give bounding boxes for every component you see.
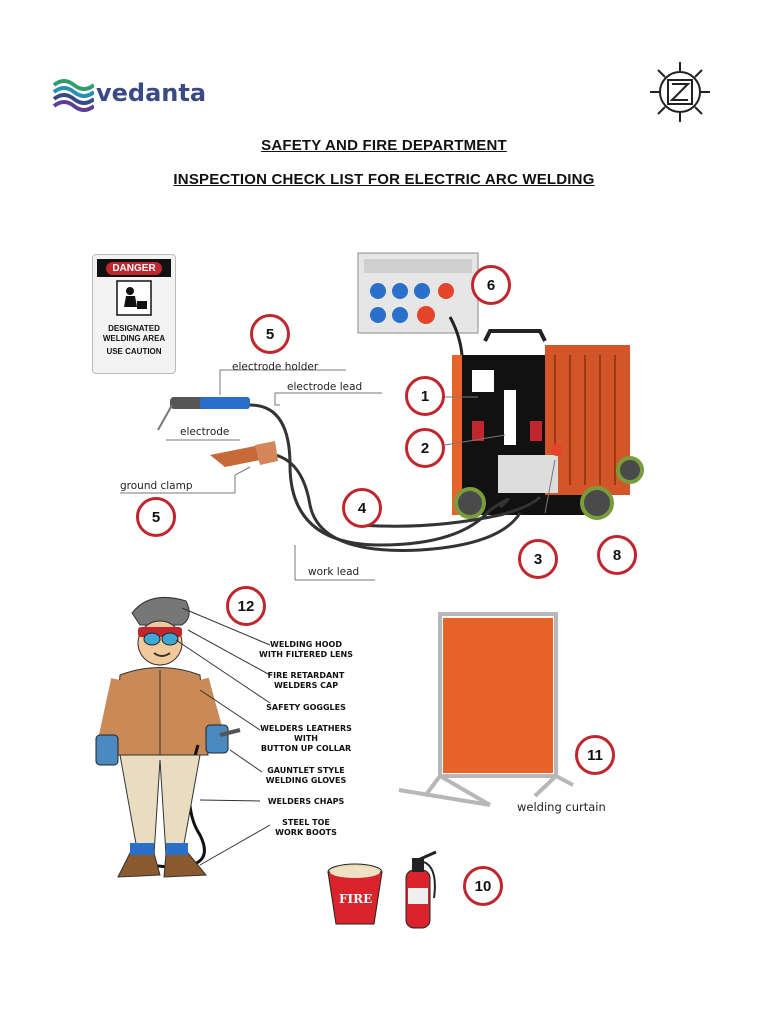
electrode-holder-icon [157,397,250,431]
label-ground-clamp: ground clamp [120,480,193,492]
ppe-welding-gloves: GAUNTLET STYLE WELDING GLOVES [265,766,347,785]
label-work-lead: work lead [308,566,360,578]
welding-machine-icon [452,329,644,520]
ppe-fire-retardant-cap: FIRE RETARDANT WELDERS CAP [267,671,345,690]
welding-equipment-illustration [120,252,644,581]
bucket-label: FIRE [339,892,373,906]
label-welding-curtain: welding curtain [517,800,606,814]
ppe-leader-lines [175,607,271,866]
ppe-safety-goggles: SAFETY GOGGLES [266,703,346,712]
callout-12: 12 [226,586,266,626]
callout-6: 6 [471,265,511,305]
welding-curtain-illustration [398,612,574,807]
welder-ppe-illustration [95,597,241,878]
danger-sign: DANGER DESIGNATED WELDING AREA USE CAUTI… [92,254,176,374]
label-electrode: electrode [180,426,230,438]
ppe-welders-leathers: WELDERS LEATHERS WITH BUTTON UP COLLAR [260,724,352,753]
ground-clamp-icon [210,441,278,467]
label-electrode-holder: electrode holder [232,361,319,373]
page-subtitle: INSPECTION CHECK LIST FOR ELECTRIC ARC W… [173,171,595,188]
callout-2: 2 [405,428,445,468]
callout-3: 3 [518,539,558,579]
callout-1: 1 [405,376,445,416]
vedanta-logo: vedanta [52,75,212,115]
sign-text: DESIGNATED WELDING AREA [102,324,166,343]
ppe-welding-hood: WELDING HOOD WITH FILTERED LENS [259,640,353,659]
socket-box-icon [357,252,479,356]
label-electrode-lead: electrode lead [287,381,363,393]
welder-pictogram-icon [116,280,152,316]
callout-8: 8 [597,535,637,575]
callout-5-holder: 5 [250,314,290,354]
ppe-steel-toe-boots: STEEL TOE WORK BOOTS [275,818,337,837]
brand-name: vedanta [96,79,207,107]
ppe-welders-chaps: WELDERS CHAPS [267,797,345,806]
danger-banner: DANGER [97,259,171,277]
vedanta-wave-icon [52,79,96,112]
callout-10: 10 [463,866,503,906]
page-title: SAFETY AND FIRE DEPARTMENT [261,137,507,154]
callout-4: 4 [342,488,382,528]
callout-11: 11 [575,735,615,775]
fire-extinguisher-icon [405,850,437,929]
callout-5-clamp: 5 [136,497,176,537]
sign-caution: USE CAUTION [106,347,162,356]
welding-cables [249,403,542,552]
emblem-logo [648,60,712,124]
fire-bucket-icon: FIRE [326,862,384,928]
